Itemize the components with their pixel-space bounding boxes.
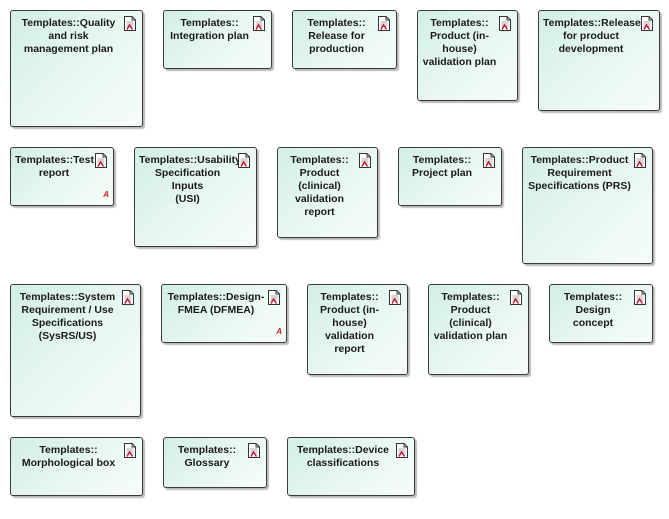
node-label: Templates::Release for product developme…: [543, 17, 641, 55]
document-icon: [641, 16, 653, 31]
document-icon: [396, 443, 408, 458]
template-node-glossary[interactable]: Templates:: Glossary: [163, 437, 267, 488]
warning-icon: A: [103, 190, 109, 199]
document-icon: [248, 443, 260, 458]
document-icon: [95, 153, 107, 168]
node-label: Templates::Test report: [15, 154, 94, 179]
document-icon: [483, 153, 495, 168]
document-icon: [378, 16, 390, 31]
template-node-dfmea[interactable]: Templates::Design- FMEA (DFMEA)A: [161, 284, 287, 343]
warning-icon: A: [276, 327, 282, 336]
node-label: Templates::Usability Specification Input…: [139, 154, 241, 205]
node-label: Templates:: Integration plan: [170, 17, 249, 42]
template-node-design-concept[interactable]: Templates:: Design concept: [549, 284, 653, 343]
document-icon: [238, 153, 250, 168]
node-label: Templates:: Design concept: [563, 291, 623, 329]
template-node-project-plan[interactable]: Templates:: Project plan: [398, 147, 502, 206]
document-icon: [122, 290, 134, 305]
template-node-release-production[interactable]: Templates:: Release for production: [292, 10, 397, 69]
node-label: Templates::Design- FMEA (DFMEA): [167, 291, 265, 316]
node-label: Templates:: Product (clinical) validatio…: [290, 154, 349, 218]
document-icon: [253, 16, 265, 31]
node-label: Templates:: Product (in- house) validati…: [320, 291, 379, 355]
template-node-clinical-validation-plan[interactable]: Templates:: Product (clinical) validatio…: [428, 284, 529, 375]
node-label: Templates:: Glossary: [177, 444, 237, 469]
template-node-inhouse-validation-plan[interactable]: Templates:: Product (in- house) validati…: [417, 10, 518, 101]
document-icon: [124, 16, 136, 31]
document-icon: [359, 153, 371, 168]
node-label: Templates:: Product (in- house) validati…: [422, 17, 497, 68]
document-icon: [499, 16, 511, 31]
document-icon: [634, 290, 646, 305]
template-node-device-classifications[interactable]: Templates::Device classifications: [287, 437, 415, 496]
template-node-release-development[interactable]: Templates::Release for product developme…: [538, 10, 660, 111]
node-label: Templates:: Product (clinical) validatio…: [433, 291, 508, 342]
document-icon: [510, 290, 522, 305]
template-node-quality-risk-plan[interactable]: Templates::Quality and risk management p…: [10, 10, 143, 127]
node-label: Templates::Quality and risk management p…: [21, 17, 116, 55]
template-node-integration-plan[interactable]: Templates:: Integration plan: [163, 10, 272, 69]
node-label: Templates:: Release for production: [307, 17, 366, 55]
template-node-inhouse-validation-report[interactable]: Templates:: Product (in- house) validati…: [307, 284, 408, 375]
template-node-sysrs[interactable]: Templates::System Requirement / Use Spec…: [10, 284, 141, 417]
node-label: Templates:: Project plan: [411, 154, 473, 179]
document-icon: [634, 153, 646, 168]
document-icon: [268, 290, 280, 305]
template-node-clinical-validation-report[interactable]: Templates:: Product (clinical) validatio…: [277, 147, 378, 238]
node-label: Templates::Product Requirement Specifica…: [528, 154, 631, 192]
template-node-prs[interactable]: Templates::Product Requirement Specifica…: [522, 147, 653, 264]
document-icon: [124, 443, 136, 458]
template-node-morphological-box[interactable]: Templates:: Morphological box: [10, 437, 143, 496]
node-label: Templates::System Requirement / Use Spec…: [19, 291, 116, 342]
template-node-usability-spec[interactable]: Templates::Usability Specification Input…: [134, 147, 257, 247]
node-label: Templates:: Morphological box: [21, 444, 116, 469]
node-label: Templates::Device classifications: [296, 444, 389, 469]
document-icon: [389, 290, 401, 305]
